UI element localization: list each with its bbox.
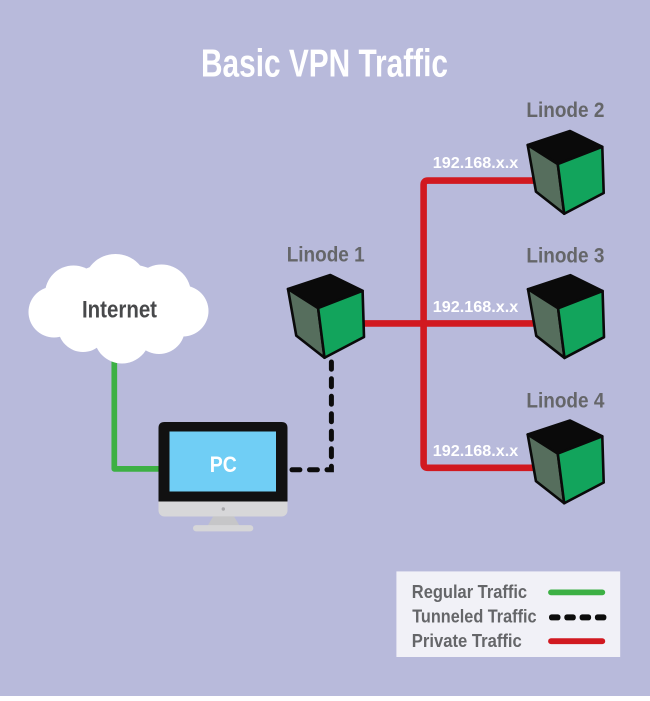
svg-text:Linode 4: Linode 4 [526, 389, 604, 413]
svg-text:Basic VPN Traffic: Basic VPN Traffic [201, 43, 448, 86]
svg-text:192.168.x.x: 192.168.x.x [433, 155, 519, 172]
svg-text:Private Traffic: Private Traffic [412, 630, 522, 651]
svg-text:Tunneled Traffic: Tunneled Traffic [412, 606, 536, 627]
svg-text:Regular Traffic: Regular Traffic [412, 581, 527, 602]
svg-text:192.168.x.x: 192.168.x.x [433, 299, 519, 316]
svg-text:PC: PC [210, 452, 237, 477]
svg-text:Linode 3: Linode 3 [526, 243, 604, 267]
svg-text:Internet: Internet [82, 296, 157, 323]
svg-text:Linode 2: Linode 2 [526, 98, 604, 122]
svg-text:192.168.x.x: 192.168.x.x [433, 443, 519, 460]
svg-text:Linode 1: Linode 1 [287, 243, 365, 267]
